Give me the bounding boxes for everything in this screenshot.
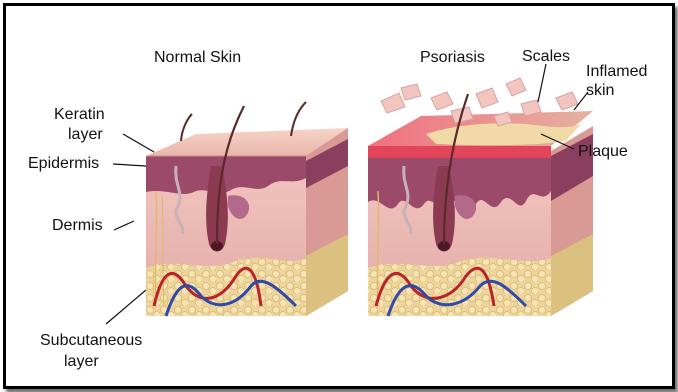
label-keratin-line2: layer — [68, 126, 103, 143]
diagram-frame: Normal Skin Psoriasis Keratin layer Epid… — [3, 3, 675, 389]
skin-diagram: Normal Skin Psoriasis Keratin layer Epid… — [6, 6, 672, 386]
label-subcutaneous-line1: Subcutaneous — [40, 332, 142, 349]
label-scales: Scales — [522, 48, 570, 65]
normal-skin-block — [146, 102, 348, 316]
label-inflamed-line1: Inflamed — [586, 63, 647, 80]
label-epidermis: Epidermis — [28, 155, 99, 172]
label-subcutaneous-line2: layer — [64, 353, 99, 370]
title-psoriasis: Psoriasis — [420, 49, 485, 66]
psoriasis-skin-block — [368, 78, 593, 316]
label-inflamed-line2: skin — [586, 82, 614, 99]
title-normal-skin: Normal Skin — [154, 49, 241, 66]
label-keratin-line1: Keratin — [54, 106, 105, 123]
label-dermis: Dermis — [52, 217, 103, 234]
label-plaque: Plaque — [578, 143, 628, 160]
